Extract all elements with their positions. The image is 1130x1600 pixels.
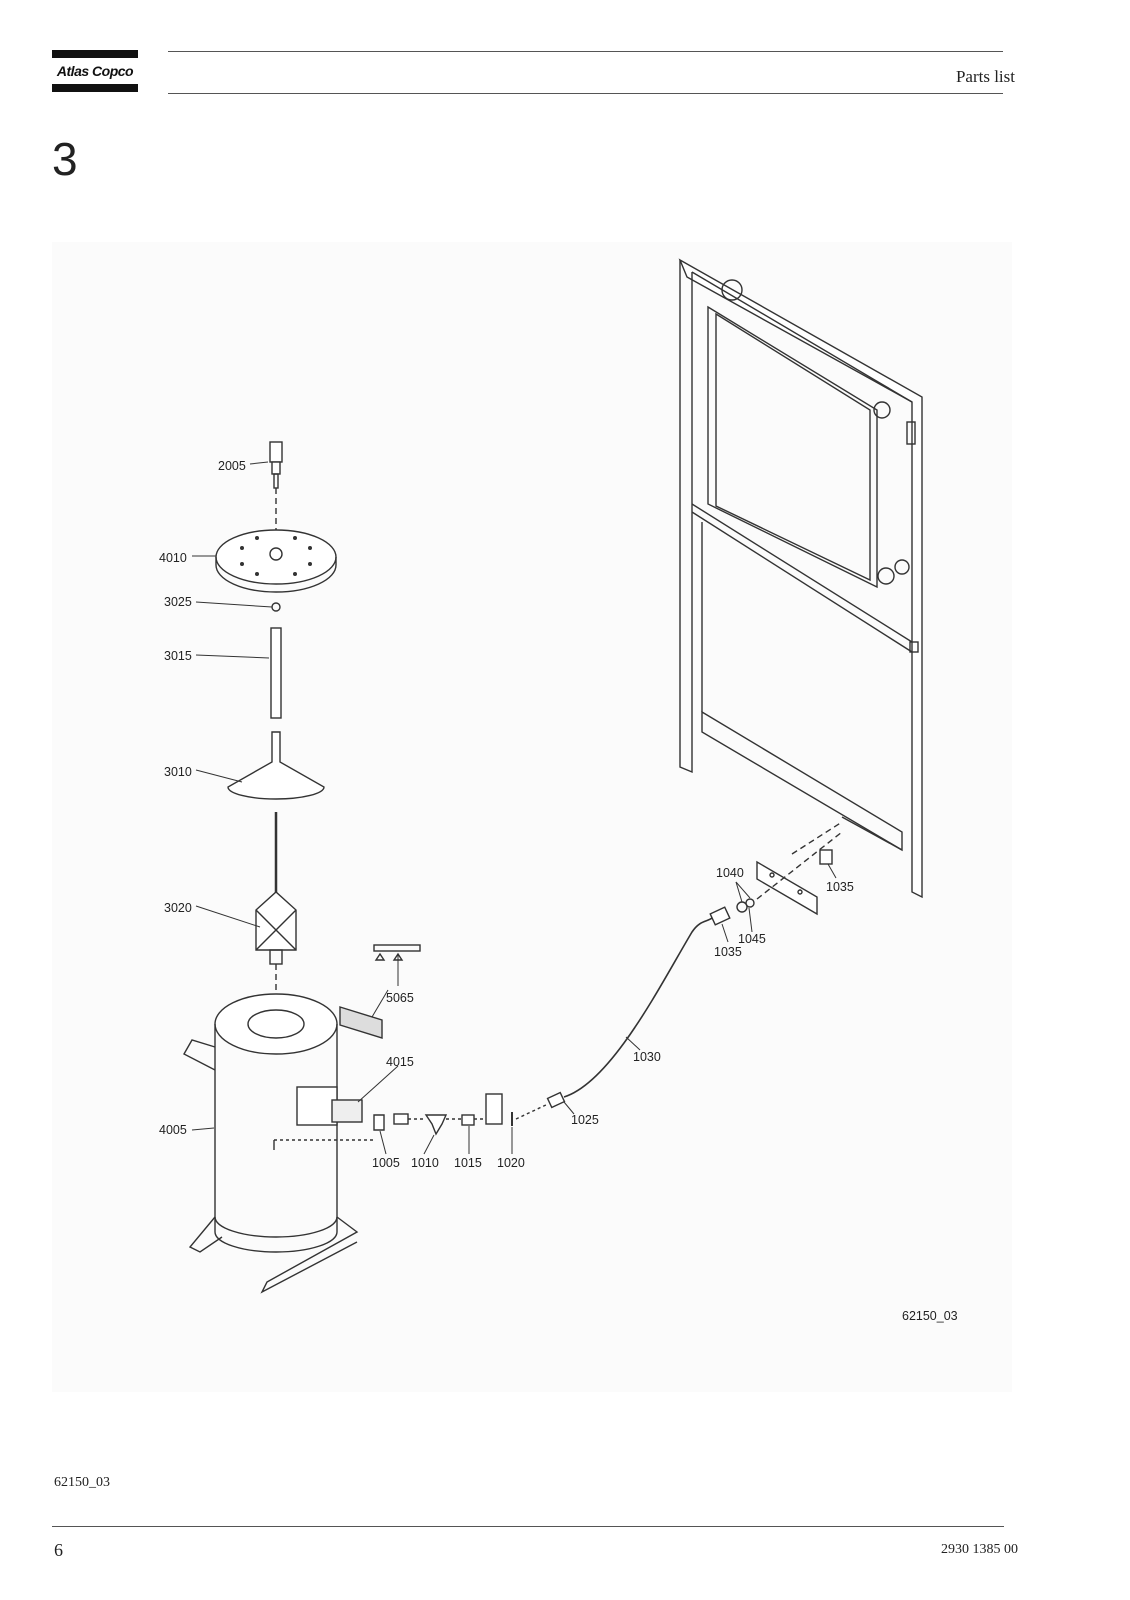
footer-rule bbox=[52, 1526, 1004, 1527]
header-title: Parts list bbox=[955, 67, 1015, 86]
callout-label: 1040 bbox=[716, 866, 744, 880]
callout-label: 1030 bbox=[633, 1050, 661, 1064]
part-3025-nut bbox=[271, 602, 281, 612]
atlas-copco-logo: Atlas Copco bbox=[52, 50, 138, 95]
header-rule-top bbox=[168, 51, 1003, 52]
callout-label: 3015 bbox=[164, 649, 192, 663]
figure-id-label: 62150_03 bbox=[902, 1309, 958, 1323]
logo-text: Atlas Copco bbox=[56, 63, 134, 79]
part-1030-hose bbox=[563, 917, 713, 1098]
part-3020-element bbox=[255, 891, 297, 965]
part-4010-cover bbox=[215, 529, 337, 593]
callout-label: 1035 bbox=[826, 880, 854, 894]
callout-label: 1020 bbox=[497, 1156, 525, 1170]
callout-label: 2005 bbox=[218, 459, 246, 473]
callout-label: 3020 bbox=[164, 901, 192, 915]
logo-bar-bottom bbox=[52, 84, 138, 92]
door-panel bbox=[678, 258, 923, 899]
part-3010-cone bbox=[227, 731, 325, 800]
page-number: 6 bbox=[54, 1540, 63, 1560]
callout-labels: 2005 4010 3025 3015 3010 3020 5065 4015 … bbox=[159, 459, 958, 1323]
document-number: 2930 1385 00 bbox=[941, 1542, 1018, 1557]
header-rule-bottom bbox=[168, 93, 1003, 94]
callout-label: 4005 bbox=[159, 1123, 187, 1137]
callout-label: 1015 bbox=[454, 1156, 482, 1170]
fittings-1005-1020 bbox=[373, 1093, 549, 1136]
callout-label: 1010 bbox=[411, 1156, 439, 1170]
exploded-parts-diagram: 2005 4010 3025 3015 3010 3020 5065 4015 … bbox=[52, 242, 1012, 1392]
figure-caption: 62150_03 bbox=[54, 1475, 110, 1490]
callout-label: 5065 bbox=[386, 991, 414, 1005]
bulkhead-fittings bbox=[709, 821, 843, 926]
diagram-svg: 2005 4010 3025 3015 3010 3020 5065 4015 … bbox=[159, 258, 958, 1323]
chapter-number: 3 bbox=[52, 133, 78, 185]
part-3015-tube bbox=[270, 627, 282, 719]
callout-leaders bbox=[191, 461, 837, 1155]
part-1025-connector bbox=[546, 1091, 566, 1109]
callout-label: 3010 bbox=[164, 765, 192, 779]
callout-label: 1045 bbox=[738, 932, 766, 946]
callout-label: 3025 bbox=[164, 595, 192, 609]
callout-label: 1025 bbox=[571, 1113, 599, 1127]
callout-label: 1035 bbox=[714, 945, 742, 959]
callout-label: 4015 bbox=[386, 1055, 414, 1069]
part-5065-decal bbox=[339, 1006, 383, 1039]
warning-symbols bbox=[373, 944, 421, 961]
part-2005-valve bbox=[269, 441, 283, 489]
logo-bar-top bbox=[52, 50, 138, 58]
callout-label: 4010 bbox=[159, 551, 187, 565]
callout-label: 1005 bbox=[372, 1156, 400, 1170]
part-4005-vessel bbox=[183, 993, 374, 1294]
